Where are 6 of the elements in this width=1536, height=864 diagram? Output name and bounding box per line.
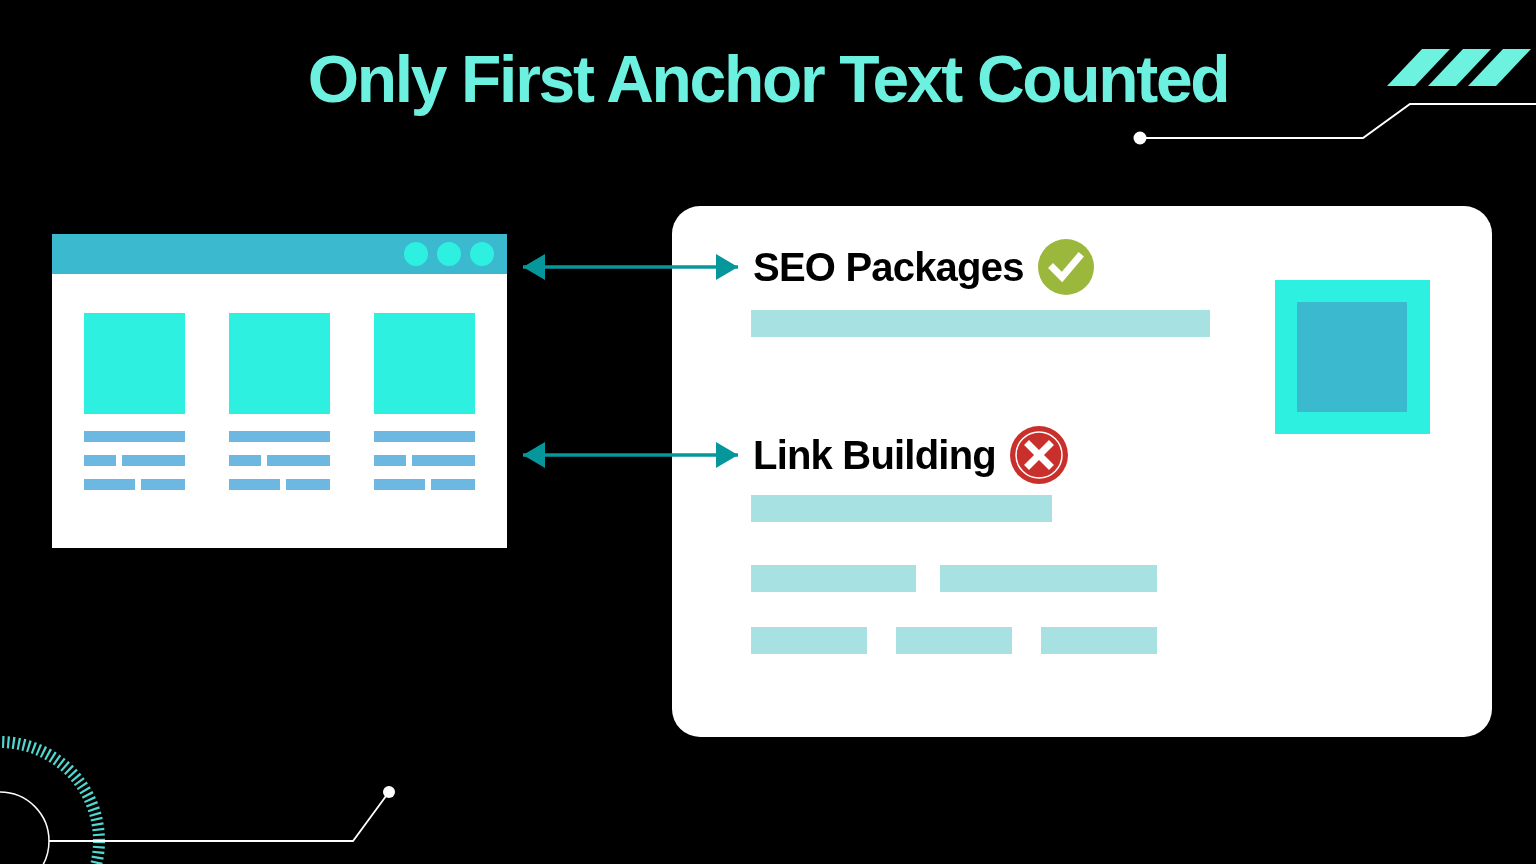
double-arrow — [523, 442, 738, 468]
section-heading: SEO Packages — [753, 247, 1024, 287]
browser-window-illustration — [52, 234, 507, 548]
content-card — [672, 206, 1492, 737]
section-heading: Link Building — [753, 435, 996, 475]
double-arrow — [523, 254, 738, 280]
